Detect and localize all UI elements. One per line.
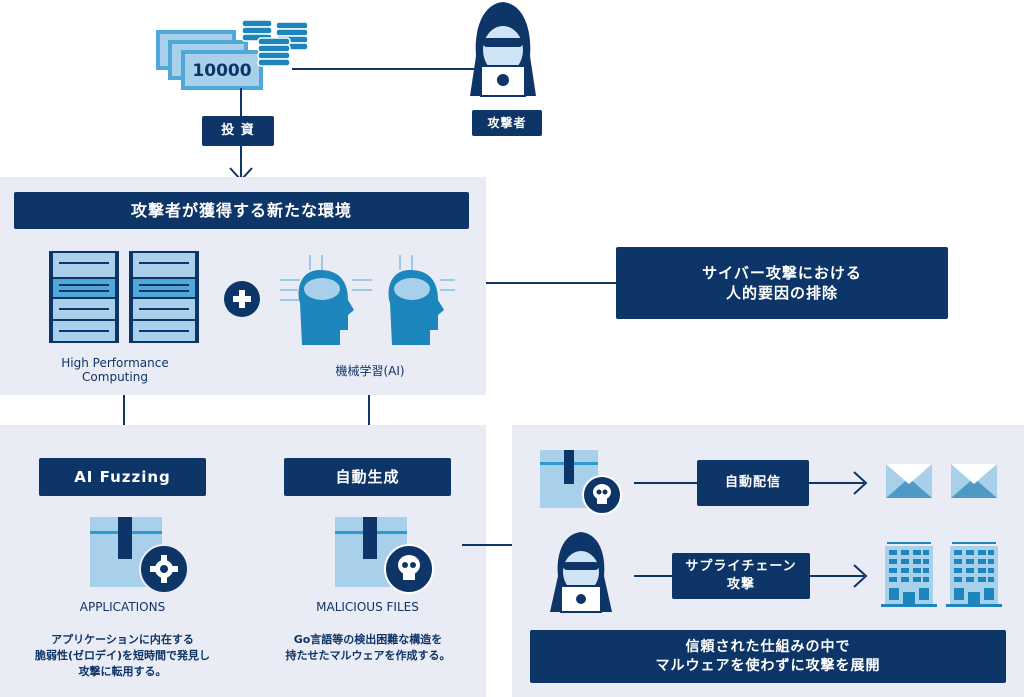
- plus-icon: [224, 281, 260, 317]
- autogen-desc-line2: 持たせたマルウェアを作成する。: [285, 648, 451, 662]
- money-amount: 10000: [192, 61, 252, 81]
- human-factor-box: サイバー攻撃における 人的要因の排除: [616, 247, 948, 319]
- supply-chain-box: サプライチェーン 攻撃: [672, 553, 810, 599]
- fuzzing-description: アプリケーションに内在する 脆弱性(ゼロデイ)を短時間で発見し 攻撃に転用する。: [10, 632, 235, 680]
- money-to-attacker-line: [292, 68, 474, 70]
- generation-to-delivery-line: [462, 544, 540, 546]
- trusted-system-line2: マルウェアを使わずに攻撃を展開: [655, 657, 881, 674]
- autogen-desc-line1: Go言語等の検出困難な構造を: [293, 633, 443, 646]
- arrow-right-icon: [853, 471, 868, 495]
- human-factor-line2: 人的要因の排除: [725, 284, 838, 302]
- auto-delivery-text: 自動配信: [724, 475, 781, 491]
- auto-delivery-box: 自動配信: [697, 460, 809, 506]
- ai-brain-head-icon: [280, 255, 455, 345]
- fuzzing-desc-line1: アプリケーションに内在する: [51, 633, 194, 646]
- investment-label: 投 資: [202, 116, 274, 146]
- ai-fuzzing-title: AI Fuzzing: [74, 467, 171, 486]
- hpc-label-text: High Performance Computing: [61, 356, 169, 385]
- malicious-box-skull-icon: [335, 517, 434, 594]
- hpc-label: High Performance Computing: [40, 356, 190, 385]
- malicious-package-icon: [540, 450, 622, 515]
- hacker-icon: [550, 532, 612, 613]
- malicious-files-caption: MALICIOUS FILES: [285, 600, 450, 614]
- autogen-description: Go言語等の検出困難な構造を 持たせたマルウェアを作成する。: [258, 632, 478, 664]
- arrow-right-icon: [853, 564, 868, 588]
- attacker-label: 攻撃者: [472, 110, 542, 136]
- ml-down-line: [368, 395, 370, 439]
- malicious-files-caption-text: MALICIOUS FILES: [316, 600, 419, 614]
- hacker-icon: [470, 2, 536, 97]
- applications-caption-text: APPLICATIONS: [79, 600, 166, 614]
- supply-chain-line1: サプライチェーン: [685, 559, 797, 575]
- fuzzing-desc-line3: 攻撃に転用する。: [78, 664, 167, 678]
- environment-title-text: 攻撃者が獲得する新たな環境: [130, 200, 352, 220]
- fuzzing-desc-line2: 脆弱性(ゼロデイ)を短時間で発見し: [34, 648, 211, 662]
- ai-fuzzing-box: AI Fuzzing: [39, 458, 206, 496]
- ml-label-text: 機械学習(AI): [335, 364, 405, 378]
- hpc-down-line: [123, 395, 125, 439]
- ml-label: 機械学習(AI): [310, 362, 430, 379]
- attacker-text: 攻撃者: [487, 115, 527, 130]
- application-box-gear-icon: [90, 517, 189, 594]
- auto-generation-title: 自動生成: [335, 467, 400, 486]
- email-envelope-icon: [951, 464, 997, 498]
- trusted-system-attack-box: 信頼された仕組みの中で マルウェアを使わずに攻撃を展開: [530, 630, 1006, 683]
- environment-to-side-line: [486, 282, 616, 284]
- human-factor-line1: サイバー攻撃における: [702, 263, 862, 282]
- investment-text: 投 資: [221, 123, 255, 139]
- server-rack-icon: [49, 251, 199, 343]
- environment-title: 攻撃者が獲得する新たな環境: [14, 192, 469, 229]
- office-building-icon: [946, 542, 1002, 607]
- office-building-icon: [881, 542, 937, 607]
- auto-generation-box: 自動生成: [284, 458, 451, 496]
- trusted-system-line1: 信頼された仕組みの中で: [685, 638, 851, 655]
- banknotes-icon: [156, 30, 263, 90]
- email-envelope-icon: [886, 464, 932, 498]
- supply-chain-line2: 攻撃: [726, 577, 755, 592]
- applications-caption: APPLICATIONS: [40, 600, 205, 614]
- coin-stack-icon: [241, 19, 309, 67]
